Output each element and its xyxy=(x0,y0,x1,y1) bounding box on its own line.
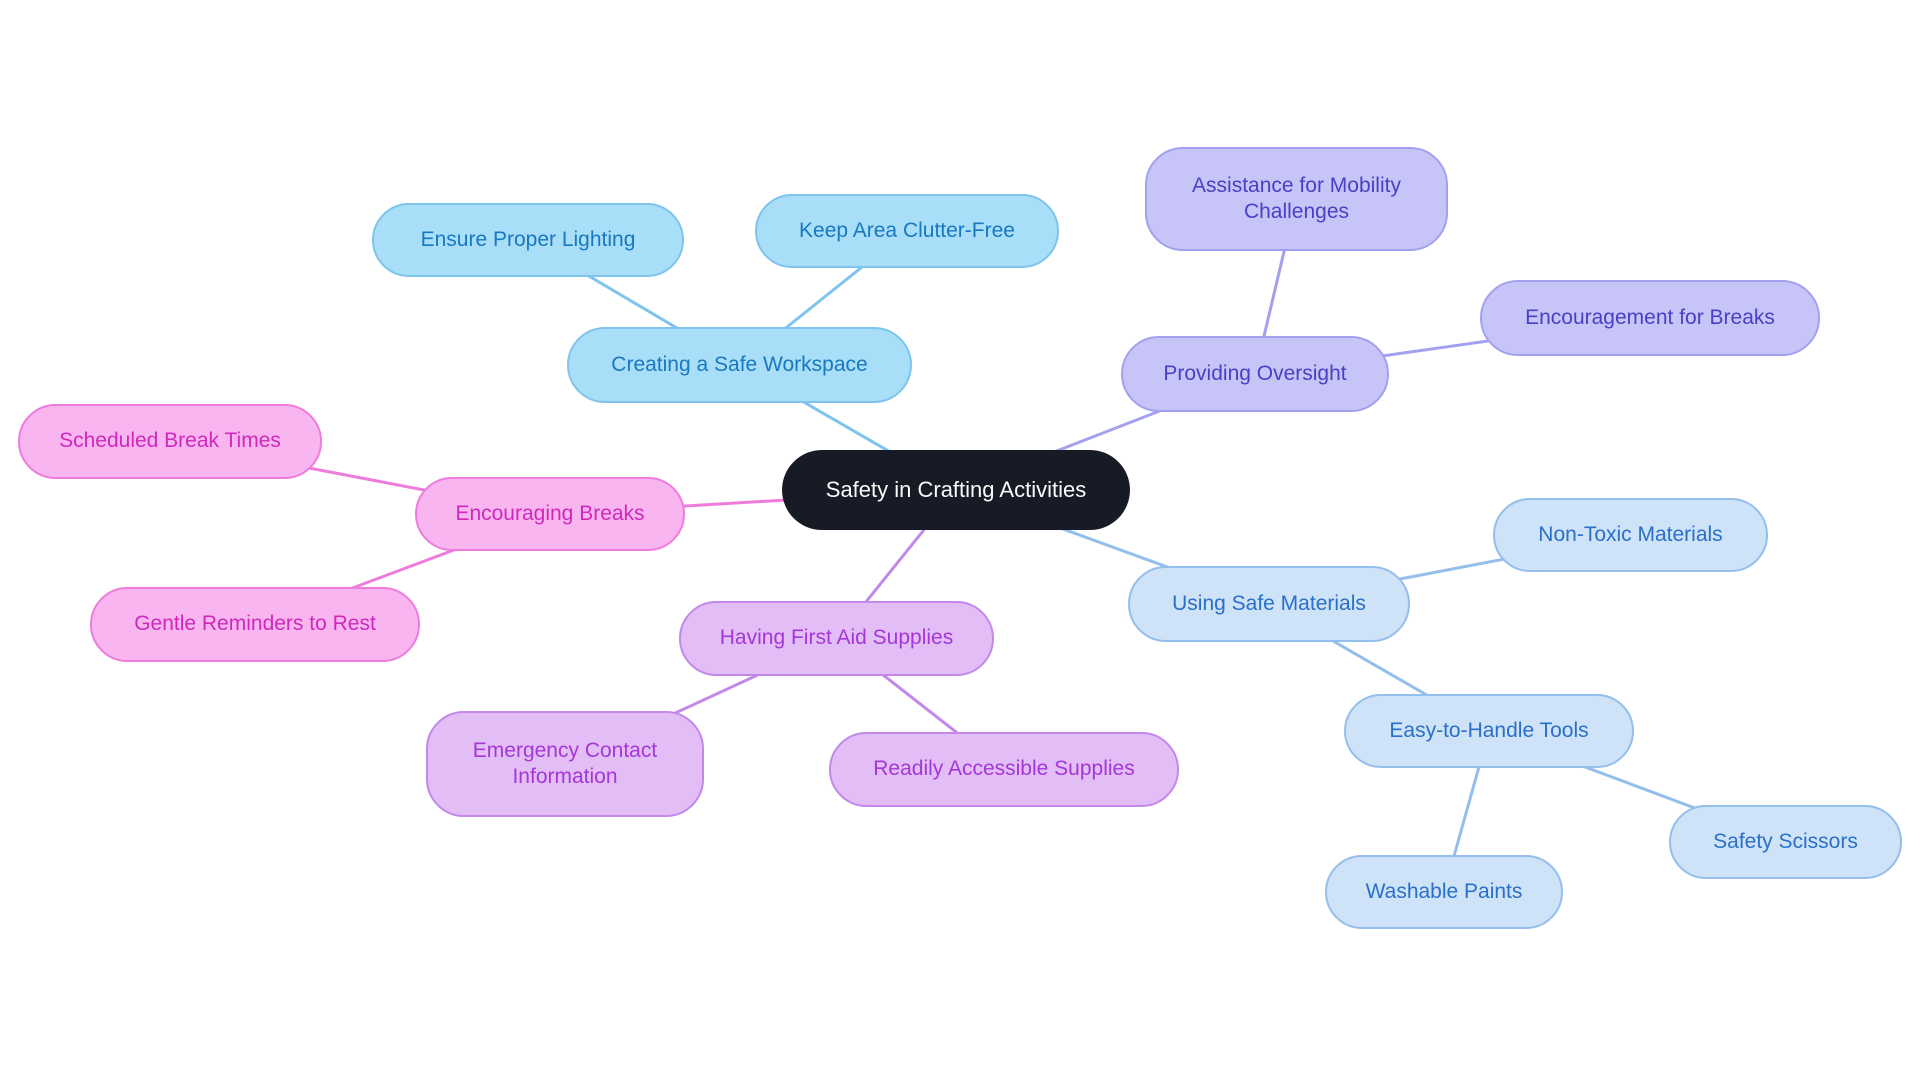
node-label: Safety Scissors xyxy=(1713,829,1858,853)
node-label: Ensure Proper Lighting xyxy=(420,227,636,251)
mindmap-node-non-toxic-materials[interactable]: Non-Toxic Materials xyxy=(1493,498,1768,572)
mindmap-node-keep-area-clutter-free[interactable]: Keep Area Clutter-Free xyxy=(755,194,1059,268)
node-label: Gentle Reminders to Rest xyxy=(134,612,376,636)
mindmap-node-ensure-proper-lighting[interactable]: Ensure Proper Lighting xyxy=(372,203,684,277)
mindmap-node-creating-a-safe-workspace[interactable]: Creating a Safe Workspace xyxy=(567,327,912,403)
node-label: Non-Toxic Materials xyxy=(1538,522,1723,546)
mindmap-node-encouragement-for-breaks[interactable]: Encouragement for Breaks xyxy=(1480,280,1820,356)
mindmap-node-safety-root[interactable]: Safety in Crafting Activities xyxy=(782,450,1130,530)
node-label: Washable Paints xyxy=(1365,879,1523,903)
node-label: Keep Area Clutter-Free xyxy=(799,218,1015,242)
node-label: Scheduled Break Times xyxy=(59,429,281,453)
node-label: Safety in Crafting Activities xyxy=(825,477,1087,503)
node-label: Readily Accessible Supplies xyxy=(873,757,1135,781)
mindmap-node-safety-scissors[interactable]: Safety Scissors xyxy=(1669,805,1902,879)
mindmap-node-providing-oversight[interactable]: Providing Oversight xyxy=(1121,336,1389,412)
mindmap-node-gentle-reminders-to-rest[interactable]: Gentle Reminders to Rest xyxy=(90,587,420,662)
mindmap-node-assistance-for-mobility-challenges[interactable]: Assistance for Mobility Challenges xyxy=(1145,147,1448,251)
mindmap-node-scheduled-break-times[interactable]: Scheduled Break Times xyxy=(18,404,322,479)
node-label: Encouragement for Breaks xyxy=(1525,305,1775,329)
node-label: Emergency Contact Information xyxy=(472,738,658,788)
mindmap-node-encouraging-breaks[interactable]: Encouraging Breaks xyxy=(415,477,685,551)
mindmap-node-readily-accessible-supplies[interactable]: Readily Accessible Supplies xyxy=(829,732,1179,807)
node-label: Encouraging Breaks xyxy=(455,501,645,525)
node-label: Creating a Safe Workspace xyxy=(611,352,868,376)
node-label: Using Safe Materials xyxy=(1172,591,1366,615)
mindmap-node-easy-to-handle-tools[interactable]: Easy-to-Handle Tools xyxy=(1344,694,1634,768)
node-label: Having First Aid Supplies xyxy=(719,626,954,650)
mindmap-node-washable-paints[interactable]: Washable Paints xyxy=(1325,855,1563,929)
node-label: Easy-to-Handle Tools xyxy=(1389,718,1589,742)
node-label: Providing Oversight xyxy=(1163,361,1347,385)
mindmap-node-having-first-aid-supplies[interactable]: Having First Aid Supplies xyxy=(679,601,994,676)
node-label: Assistance for Mobility Challenges xyxy=(1192,173,1401,223)
mindmap-node-emergency-contact-information[interactable]: Emergency Contact Information xyxy=(426,711,704,817)
mindmap-node-using-safe-materials[interactable]: Using Safe Materials xyxy=(1128,566,1410,642)
